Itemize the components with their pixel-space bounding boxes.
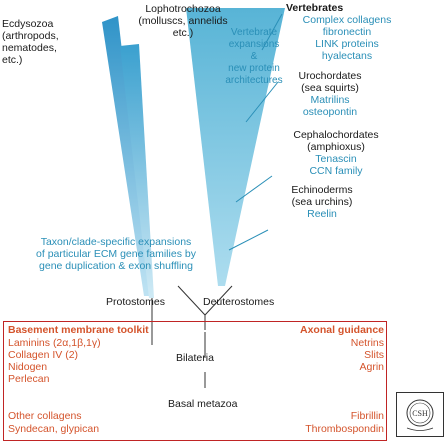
vertebrate-proteins: Complex collagens fibronectin LINK prote… (302, 14, 392, 62)
vertebrate-wedge (186, 8, 285, 286)
echinoderm-branch (228, 229, 269, 251)
thrombospondin: Thrombospondin (305, 423, 384, 435)
vertebrate-expansions-label: Vertebrate expansions & new protein arch… (225, 27, 283, 86)
fibrillin: Fibrillin (350, 410, 384, 422)
basement-membrane-title: Basement membrane toolkit (8, 324, 149, 336)
basement-membrane-items: Laminins (2α,1β,1γ) Collagen IV (2) Nido… (8, 337, 101, 385)
toolkit-box (3, 321, 387, 441)
basal-metazoa-label: Basal metazoa (168, 398, 238, 410)
bilateria-label: Bilateria (176, 352, 214, 364)
lophotrochozoa-wedge (120, 44, 154, 298)
urochordates-group: Urochordates (sea squirts) Matrilins ost… (298, 70, 362, 118)
clade-expansion-note: Taxon/clade-specific expansions of parti… (36, 236, 196, 272)
lophotrochozoa-label: Lophotrochozoa (molluscs, annelids etc.) (138, 3, 228, 39)
syndecan-glypican: Syndecan, glypican (8, 423, 100, 435)
csh-seal-icon: CSH (406, 399, 434, 431)
urochordate-branch (245, 81, 279, 123)
ecdysozoa-wedge (102, 16, 150, 296)
axonal-guidance-items: Netrins Slits Agrin (350, 337, 384, 373)
cephalochordate-branch (235, 175, 273, 203)
other-collagens: Other collagens (8, 410, 82, 422)
vertebrates-label: Vertebrates (286, 2, 344, 14)
axonal-guidance-title: Axonal guidance (299, 324, 384, 336)
cephalochordates-group: Cephalochordates (amphioxus) Tenascin CC… (293, 129, 379, 177)
svg-text:CSH: CSH (412, 409, 428, 418)
protostome-branch (177, 285, 206, 316)
ecdysozoa-label: Ecdysozoa (arthropods, nematodes, etc.) (2, 18, 59, 66)
csh-logo: CSH (396, 392, 444, 437)
deuterostomes-label: Deuterostomes (203, 296, 275, 308)
echinoderms-group: Echinoderms (sea urchins) Reelin (291, 184, 353, 220)
protostomes-label: Protostomes (106, 296, 165, 308)
vertebrate-branch (261, 13, 283, 51)
deuterostome-branch (204, 285, 233, 316)
